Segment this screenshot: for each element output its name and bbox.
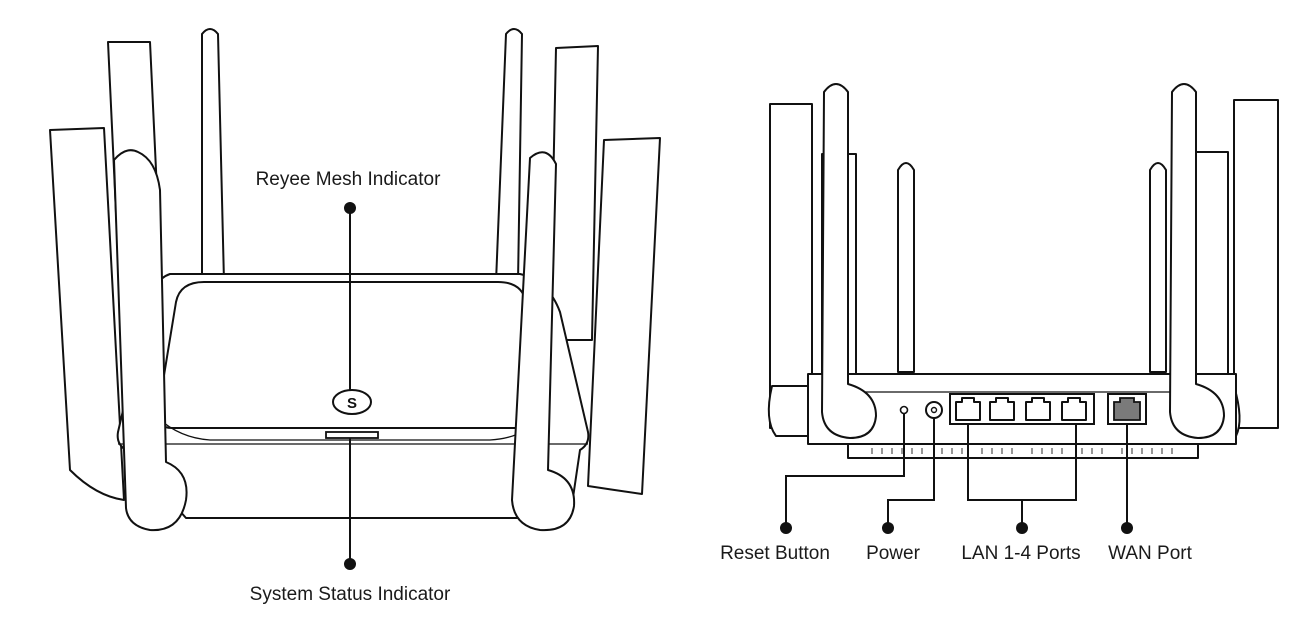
lan-port-3 [1025,397,1051,421]
lan-port-4 [1061,397,1087,421]
rear-antenna-front-right [1169,83,1225,439]
front-antenna-far-right [587,137,661,495]
reset-button-hole [899,405,909,415]
rear-antenna-inner-left [897,162,915,373]
reset-callout-line [785,414,905,528]
system-status-led [325,431,379,439]
reset-callout-dot [780,522,792,534]
rear-router-foot [847,443,1199,459]
system-status-label: System Status Indicator [250,584,451,605]
front-antenna-back-left-inner [201,28,225,283]
front-antenna-front-right [511,151,576,532]
wan-port-label: WAN Port [1108,543,1192,564]
mesh-button-glyph: S [347,395,357,412]
front-antenna-front-left [113,149,188,532]
mesh-callout-dot [344,202,356,214]
lan-ports-label: LAN 1-4 Ports [961,543,1080,564]
front-antenna-back-right-outer [549,45,599,341]
reset-button-label: Reset Button [720,543,830,564]
front-antenna-far-left [49,127,125,501]
lan-callout-dot [1016,522,1028,534]
rear-view-router: Reset Button Power LAN 1-4 Ports WAN Por… [720,83,1279,564]
lan-port-2 [989,397,1015,421]
mesh-indicator-label: Reyee Mesh Indicator [256,169,441,190]
power-callout-dot [882,522,894,534]
rear-antenna-inner-right [1149,162,1167,373]
rear-antenna-far-left [769,103,813,429]
rear-antenna-front-left [821,83,877,439]
power-label: Power [866,543,921,564]
status-callout-dot [344,558,356,570]
lan-port-1 [955,397,981,421]
front-antenna-back-right-inner [495,28,523,283]
power-jack-pin [930,406,938,414]
rear-antenna-far-right [1233,99,1279,429]
rear-antenna-left-base [767,385,813,437]
wan-port-socket [1113,397,1141,421]
front-view-router: S Reyee Mesh Indicator System Status Ind… [49,28,661,605]
lan-ports [949,393,1095,425]
power-callout-line [887,418,935,528]
wan-callout-dot [1121,522,1133,534]
wan-port [1107,393,1147,425]
rear-antenna-mid-right [1193,151,1229,393]
reyee-mesh-button: S [332,389,372,415]
rear-vent-slots [871,448,1173,454]
